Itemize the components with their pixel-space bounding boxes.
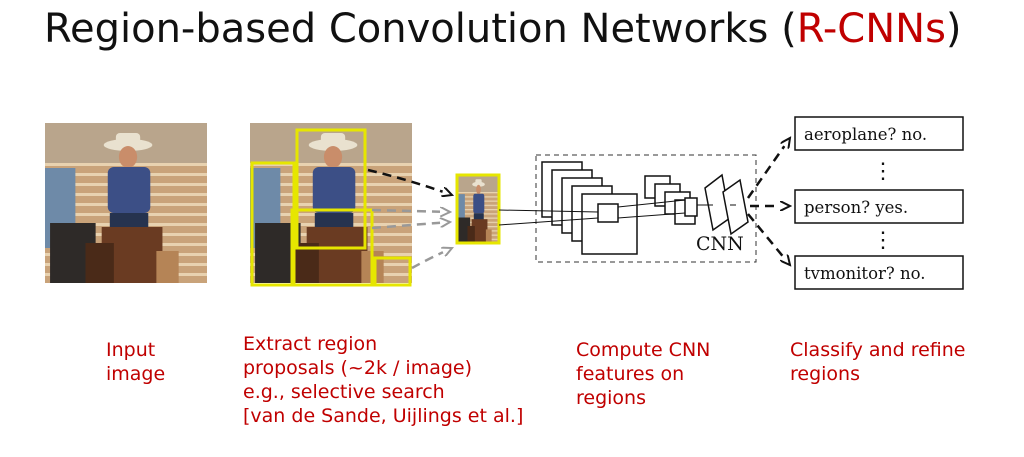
output-boxes: aeroplane? no. person? yes. tvmonitor? n… xyxy=(794,116,964,290)
output-label-aeroplane: aeroplane? no. xyxy=(804,125,927,144)
caption-compute-line3: regions xyxy=(576,387,646,409)
output-arrows xyxy=(746,138,790,265)
caption-classify-line1: Classify and refine xyxy=(790,339,966,361)
ellipsis-2: ⋮ xyxy=(872,227,894,252)
cnn-block: CNN xyxy=(498,154,757,263)
warped-region xyxy=(455,173,501,245)
caption-compute: Compute CNN features on regions xyxy=(576,338,710,410)
caption-input-line1: Input xyxy=(106,339,156,361)
page-title: Region-based Convolution Networks (R-CNN… xyxy=(44,6,962,52)
output-label-tvmonitor: tvmonitor? no. xyxy=(804,264,926,283)
cnn-label: CNN xyxy=(696,233,744,255)
output-label-person: person? yes. xyxy=(804,198,908,217)
title-accent: R-CNNs xyxy=(796,6,946,52)
caption-classify: Classify and refine regions xyxy=(790,338,965,386)
caption-input: Input image xyxy=(106,338,165,386)
caption-classify-line2: regions xyxy=(790,363,860,385)
caption-extract-note2: [van de Sande, Uijlings et al.] xyxy=(243,405,524,427)
caption-extract-note1: e.g., selective search xyxy=(243,381,445,403)
input-image xyxy=(45,123,207,283)
output-box-tvmonitor xyxy=(794,255,964,290)
title-main: Region-based Convolution Networks ( xyxy=(44,6,797,52)
caption-input-line2: image xyxy=(106,363,166,385)
proposal-arrows xyxy=(367,168,452,270)
proposal-boxes xyxy=(250,128,412,287)
caption-compute-line1: Compute CNN xyxy=(576,339,711,361)
caption-compute-line2: features on xyxy=(576,363,685,385)
caption-extract: Extract region proposals (~2k / image) e… xyxy=(243,332,523,428)
output-box-person xyxy=(794,189,964,224)
title-close: ) xyxy=(945,6,962,52)
output-box-aeroplane xyxy=(794,116,964,151)
ellipsis-1: ⋮ xyxy=(872,158,894,183)
caption-extract-line1: Extract region xyxy=(243,333,378,355)
proposal-image xyxy=(250,123,412,287)
caption-extract-line2: proposals (~2k / image) xyxy=(243,357,473,379)
